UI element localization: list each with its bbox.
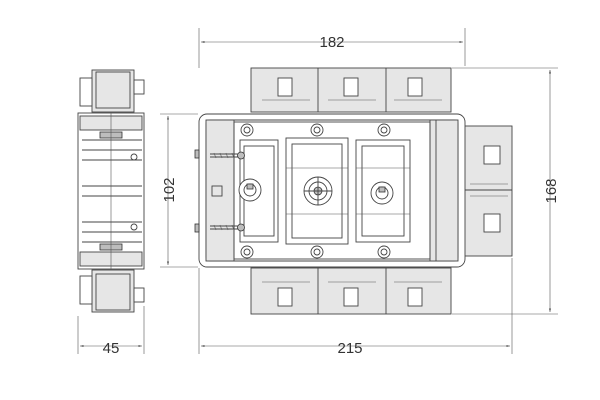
- dimension-overall-height: 168: [452, 67, 560, 315]
- dimension-label-inner-height: 102: [161, 177, 178, 202]
- dimension-label-overall-height: 168: [543, 178, 560, 203]
- screw-bottom: [210, 223, 245, 232]
- dimension-inner-height: 102: [160, 113, 198, 268]
- side-view: [77, 69, 145, 313]
- dimension-label-top-width: 182: [319, 34, 344, 51]
- dimension-overall-width: 215: [198, 258, 513, 357]
- screw-top: [210, 151, 245, 160]
- dimension-label-overall-width: 215: [337, 340, 362, 357]
- front-view: [194, 67, 513, 315]
- dimension-top-width: 182: [198, 28, 466, 68]
- dimension-side-depth: 45: [77, 306, 145, 357]
- dimension-label-side-depth: 45: [103, 340, 120, 357]
